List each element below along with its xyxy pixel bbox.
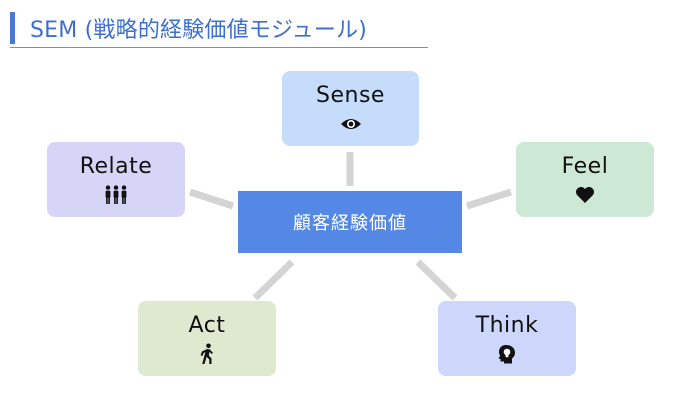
center-node: 顧客経験価値 — [238, 191, 462, 253]
connector-relate — [188, 188, 235, 210]
title-accent-bar — [10, 12, 15, 44]
head-lightbulb-icon — [497, 343, 517, 365]
connector-feel — [465, 188, 513, 210]
node-feel: Feel — [516, 142, 654, 217]
node-think-label: Think — [475, 312, 539, 338]
node-act: Act — [138, 301, 276, 376]
walking-person-icon — [198, 343, 216, 365]
node-feel-label: Feel — [561, 153, 609, 179]
heart-icon — [575, 184, 595, 206]
node-relate-label: Relate — [79, 153, 153, 179]
eye-icon — [340, 113, 362, 135]
node-think: Think — [438, 301, 576, 376]
connector-act — [252, 259, 295, 301]
node-act-label: Act — [188, 312, 226, 338]
title-underline — [10, 47, 428, 48]
people-group-icon — [104, 184, 128, 206]
page-title: SEM (戦略的経験価値モジュール) — [30, 18, 368, 43]
center-node-label: 顧客経験価値 — [293, 213, 407, 234]
node-sense: Sense — [282, 71, 419, 146]
node-sense-label: Sense — [316, 82, 385, 108]
connector-think — [415, 259, 458, 301]
node-relate: Relate — [47, 142, 185, 217]
